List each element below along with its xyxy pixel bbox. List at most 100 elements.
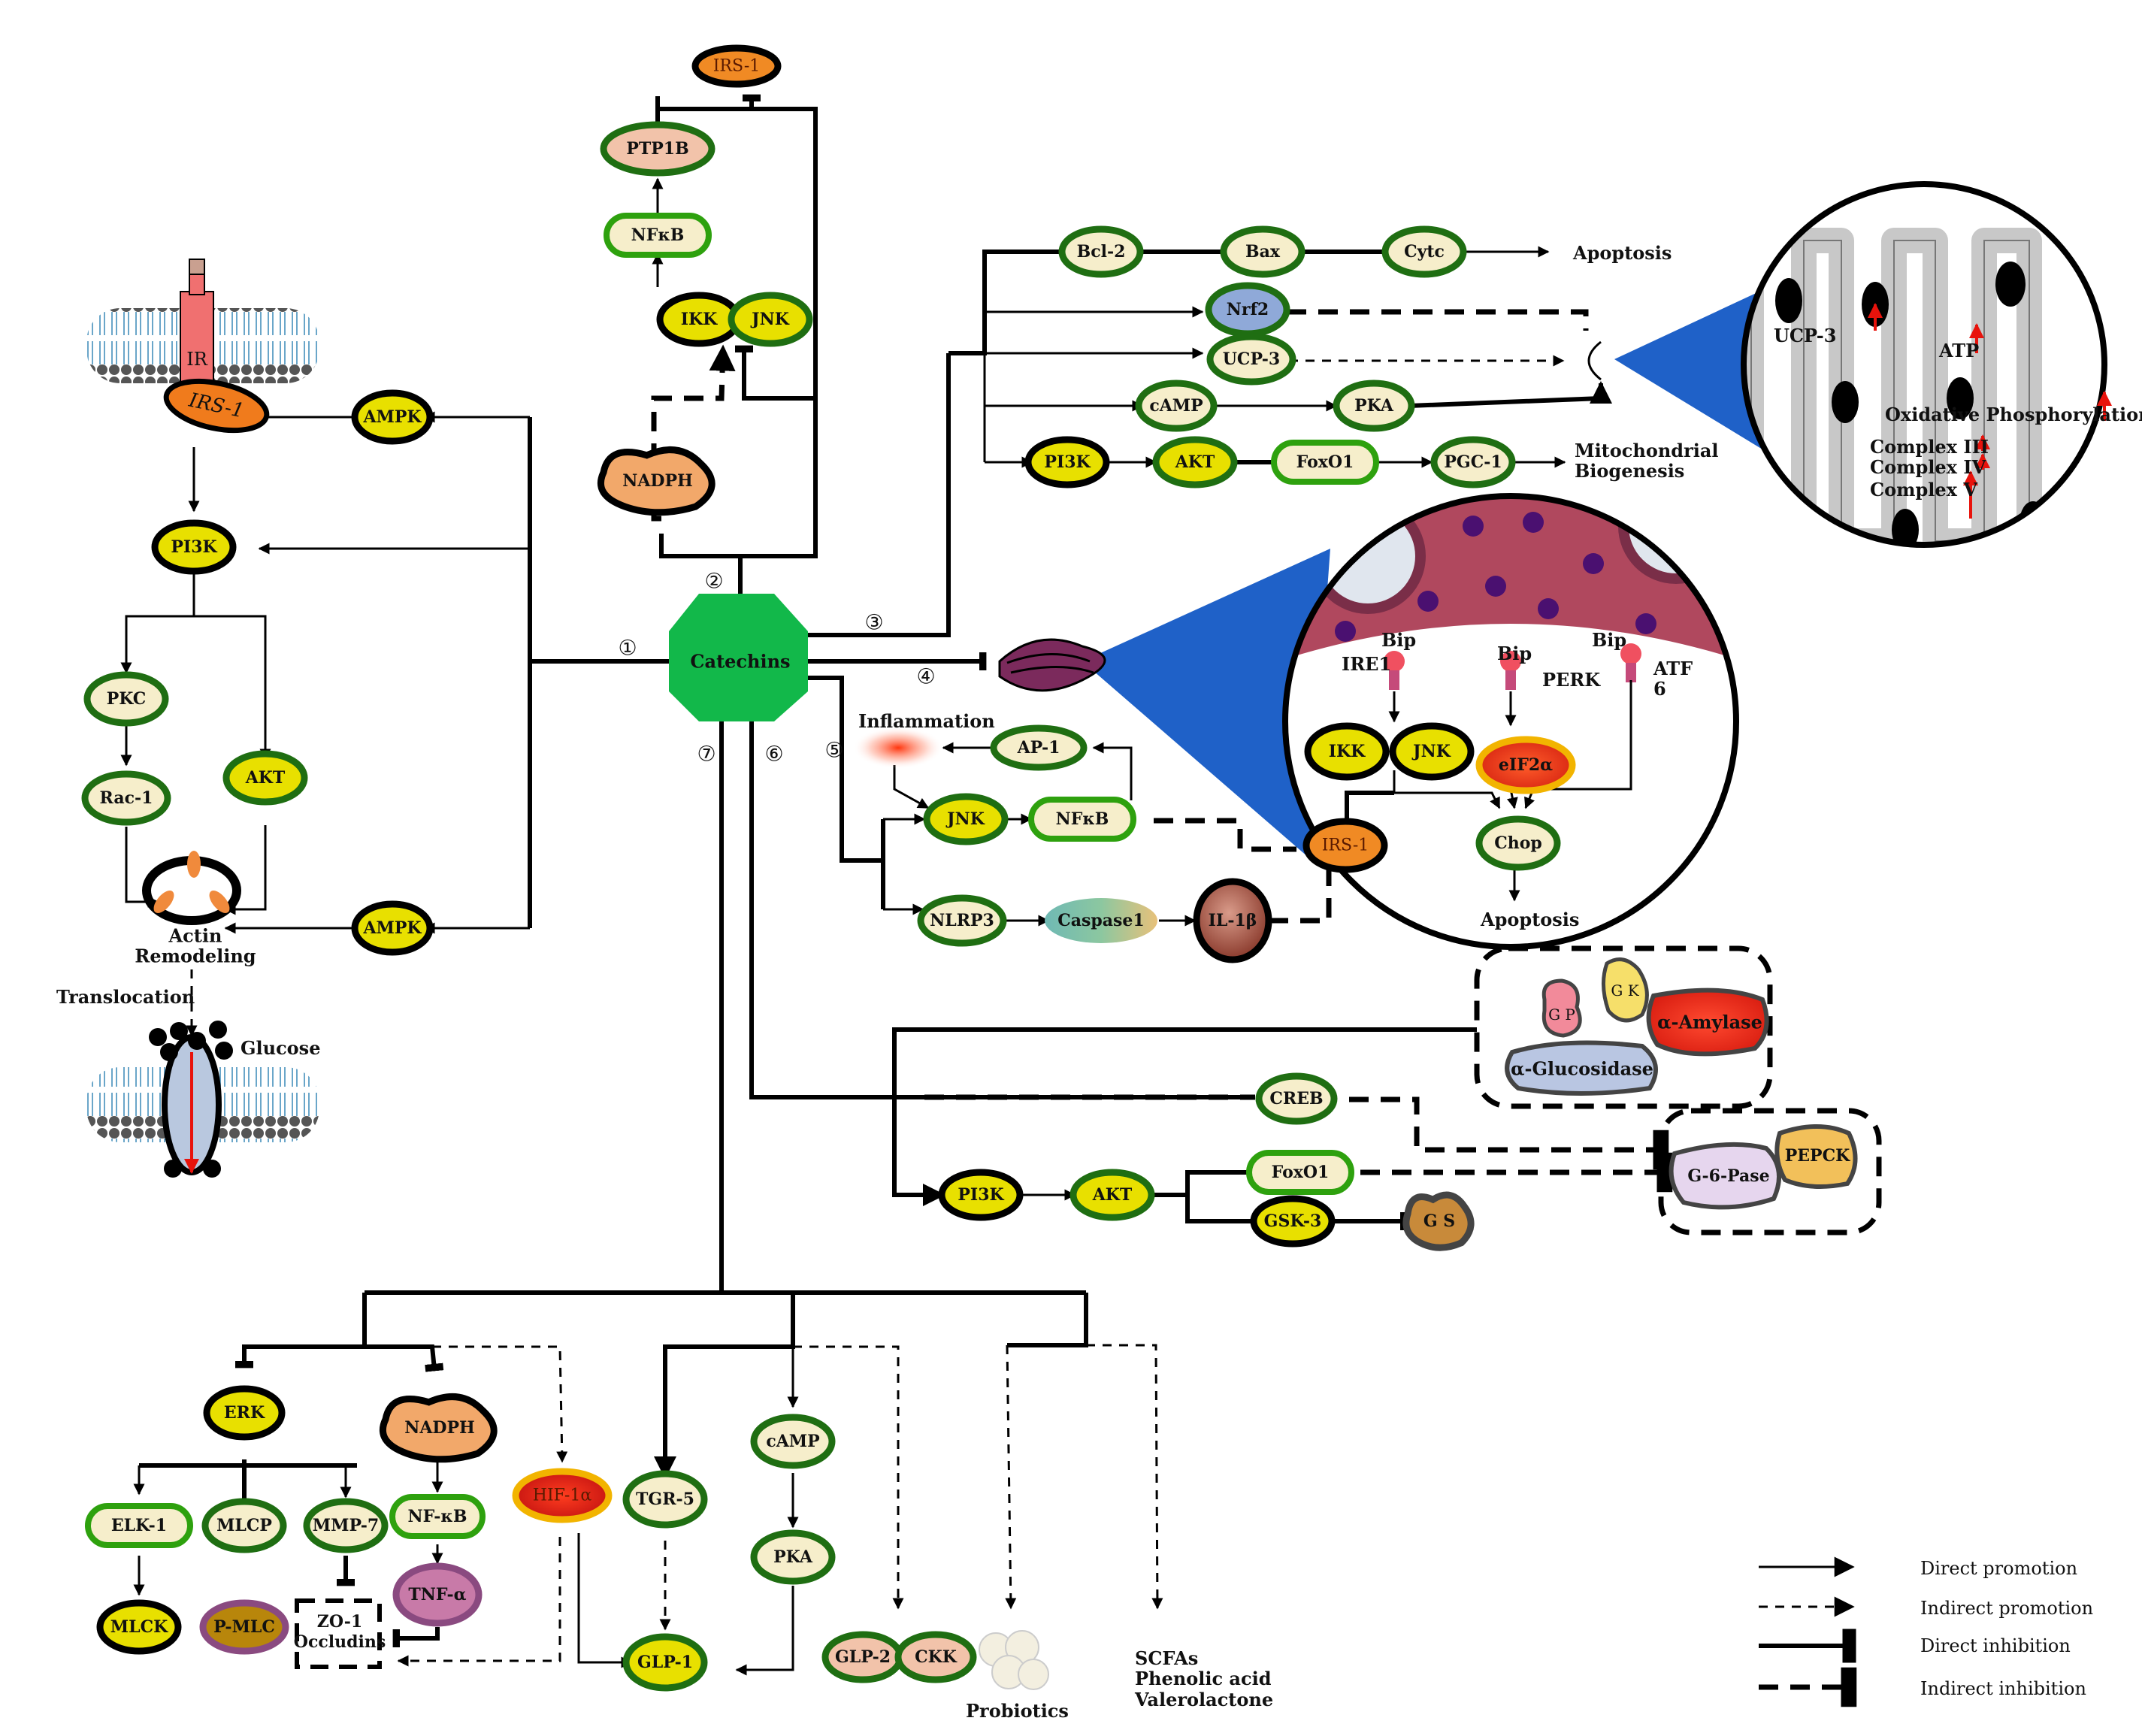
ikk-er-node: IKK (1304, 722, 1390, 781)
foxo1-mid-node: FoxO1 (1271, 440, 1379, 485)
atf6-label-2: 6 (1653, 678, 1666, 700)
camp-bottom-node: cAMP (750, 1414, 836, 1469)
glp1-label: GLP-1 (637, 1653, 693, 1672)
tgr5-label: TGR-5 (636, 1490, 694, 1509)
pmlc-label: P-MLC (213, 1617, 275, 1637)
atf6-label-1: ATF (1653, 658, 1693, 679)
pi3k-left-label: PI3K (171, 537, 217, 557)
glp2-label: GLP-2 (835, 1647, 891, 1667)
nlrp3-label: NLRP3 (930, 911, 994, 930)
actin-ring (142, 851, 241, 925)
mito-complex-iii-label: Complex III (1870, 436, 1989, 458)
mitochondrion-icon (1587, 280, 1785, 460)
apoptosis-er-label: Apoptosis (1480, 909, 1579, 930)
chop-node: Chop (1475, 815, 1561, 871)
legend-indirect-inhibition: Indirect inhibition (1920, 1678, 2086, 1699)
gsk3-node: GSK-3 (1250, 1195, 1336, 1248)
perk-label: PERK (1542, 669, 1601, 691)
elk1-node: ELK-1 (85, 1503, 193, 1548)
pgc1-node: PGC-1 (1430, 436, 1516, 488)
cck-node: CKK (894, 1631, 977, 1683)
ampk-bottom-node: AMPK (351, 900, 434, 956)
caspase1-node: Caspase1 (1045, 898, 1157, 943)
ap1-node: AP-1 (990, 724, 1088, 771)
ire1-label: IRE1 (1342, 653, 1391, 675)
ap1-label: AP-1 (1017, 738, 1060, 758)
eif2a-label: eIF2α (1499, 755, 1553, 775)
mito-ucp3-label: UCP-3 (1774, 325, 1836, 346)
jnk-er-label: JNK (1411, 742, 1451, 761)
mmp7-label: MMP-7 (313, 1516, 379, 1535)
translocation-label: Translocation (56, 986, 195, 1008)
probiotics-label: Probiotics (966, 1700, 1069, 1722)
nlrp3-node: NLRP3 (917, 894, 1007, 947)
ikk-top-label: IKK (681, 310, 718, 329)
legend: Direct promotion Indirect promotion Dire… (1759, 1556, 2093, 1707)
il1b-label: IL-1β (1209, 911, 1257, 930)
jnk-top-label: JNK (750, 310, 790, 329)
nadph-top-label: NADPH (622, 471, 693, 491)
amylase-label: α-Amylase (1657, 1012, 1762, 1033)
pka-top-node: PKA (1333, 380, 1415, 432)
pka-bottom-label: PKA (773, 1547, 813, 1567)
bax-node: Bax (1220, 225, 1305, 278)
probiotics-icon (979, 1630, 1049, 1690)
gs-node: G S (1402, 1191, 1475, 1251)
route-3-mito (808, 242, 1612, 637)
foxo1-low-label: FoxO1 (1272, 1163, 1330, 1182)
bcl2-node: Bcl-2 (1058, 225, 1144, 278)
route-4-er (808, 549, 1330, 857)
route-number-3: ③ (864, 610, 883, 635)
legend-indirect-promotion: Indirect promotion (1920, 1598, 2093, 1619)
elk1-label: ELK-1 (111, 1516, 167, 1535)
glucose-label: Glucose (241, 1037, 320, 1059)
ucp3-node: UCP-3 (1206, 333, 1296, 386)
route-6-metabolism (749, 721, 1673, 1231)
zo1-label: ZO-1 (317, 1612, 362, 1632)
route-1-insulin (120, 411, 676, 1037)
nfkb-top-node: NFκB (604, 213, 712, 258)
nfkb-mid-node: NFκB (1028, 797, 1136, 842)
digestive-enzymes-group (1474, 945, 1773, 1109)
mitochondrion-zoom (1741, 181, 2112, 548)
akt-mid-node: AKT (1152, 436, 1238, 488)
ptp1b-node: PTP1B (600, 121, 716, 177)
chop-label: Chop (1494, 833, 1542, 853)
tnfa-node: TNF-α (392, 1562, 483, 1627)
irs1-er-label: IRS-1 (1322, 836, 1369, 855)
cck-label: CKK (915, 1647, 958, 1667)
akt-low-node: AKT (1069, 1169, 1155, 1221)
camp-bottom-label: cAMP (766, 1432, 819, 1451)
camp-top-node: cAMP (1135, 380, 1218, 432)
rac1-node: Rac-1 (81, 770, 171, 826)
camp-top-label: cAMP (1149, 396, 1203, 416)
irs1-top-label: IRS-1 (713, 57, 761, 76)
er-zoom (1282, 493, 1739, 950)
pi3k-low-node: PI3K (938, 1169, 1024, 1221)
akt-mid-label: AKT (1175, 452, 1215, 472)
nfkb-top-label: NFκB (631, 225, 685, 245)
ucp3-label: UCP-3 (1223, 349, 1280, 369)
route-number-2: ② (704, 569, 723, 594)
valerolactone-label: Valerolactone (1134, 1689, 1273, 1710)
hif1a-label: HIF-1α (533, 1486, 592, 1505)
mito-complex-iv-label: Complex IV (1870, 456, 1986, 478)
pgc1-label: PGC-1 (1444, 452, 1502, 472)
ampk-top-node: AMPK (351, 389, 434, 445)
nrf2-label: Nrf2 (1227, 300, 1269, 319)
caspase1-label: Caspase1 (1057, 911, 1144, 930)
cell-membrane-bottom (86, 1021, 319, 1178)
ikk-er-label: IKK (1329, 742, 1366, 761)
pkc-label: PKC (107, 689, 147, 709)
nrf2-node: Nrf2 (1205, 282, 1290, 337)
glucosidase-label: α-Glucosidase (1511, 1058, 1653, 1080)
pepck-label: PEPCK (1785, 1146, 1850, 1166)
foxo1-mid-label: FoxO1 (1296, 452, 1354, 472)
glp1-node: GLP-1 (622, 1633, 708, 1692)
route-number-1: ① (618, 636, 637, 661)
actin-label-2: Remodeling (135, 945, 256, 967)
irs1-er-node: IRS-1 (1302, 818, 1388, 873)
route-number-7: ⑦ (697, 742, 716, 767)
irs1-left-node: IRS-1 (163, 378, 270, 434)
